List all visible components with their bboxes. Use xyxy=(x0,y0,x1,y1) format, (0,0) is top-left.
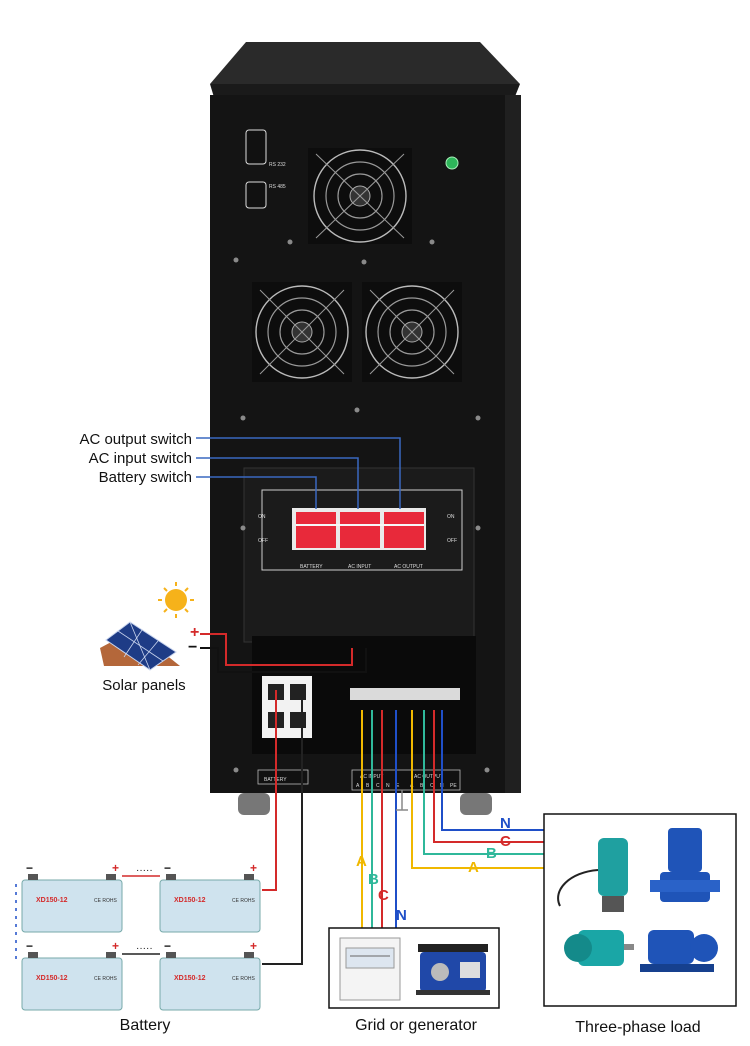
fan-top xyxy=(308,148,412,244)
cabinet-screws xyxy=(233,239,490,773)
grid-wire-label-c: C xyxy=(378,887,389,904)
battery-positive-wire xyxy=(262,690,277,891)
power-button[interactable] xyxy=(445,156,459,170)
input-phase-label: A xyxy=(356,783,360,789)
motor-icon xyxy=(564,930,634,966)
battery-unit: XD150-12 CE ROHS + − xyxy=(21,939,123,1011)
load-wire-label-n: N xyxy=(500,815,511,832)
terminal-label-ac-output: AC OUTPUT xyxy=(414,774,443,780)
ac-input-breaker[interactable] xyxy=(340,512,380,548)
horizontal-pump-icon xyxy=(640,930,718,972)
battery-brand-label: CE ROHS xyxy=(232,898,255,904)
fan-right xyxy=(362,282,462,382)
ac-output-wires xyxy=(411,710,545,869)
ac-input-switch-callout: AC input switch xyxy=(89,450,192,467)
pv-positive-wire xyxy=(200,633,353,666)
cabinet-side xyxy=(505,95,521,793)
rs232-port[interactable] xyxy=(245,129,267,165)
rs485-port[interactable] xyxy=(245,181,267,209)
submersible-pump-icon xyxy=(557,838,628,912)
off-label-right: OFF xyxy=(447,538,457,544)
inverter-cabinet: RS 232 RS 485 xyxy=(210,42,521,815)
sun-icon xyxy=(165,589,187,611)
pv-minus-sign: − xyxy=(188,639,197,656)
battery-brand-label: CE ROHS xyxy=(94,898,117,904)
ac-output-breaker[interactable] xyxy=(384,512,424,548)
on-label-left: ON xyxy=(258,514,266,520)
vertical-pump-icon xyxy=(650,828,720,902)
battery-switch-callout: Battery switch xyxy=(99,469,192,486)
three-phase-load-box xyxy=(543,813,737,1007)
load-caption: Three-phase load xyxy=(575,1019,700,1036)
breaker-label-ac-output: AC OUTPUT xyxy=(394,564,423,570)
distribution-box-icon xyxy=(339,937,401,1001)
grid-wire-label-b: B xyxy=(368,871,379,888)
generator-icon xyxy=(416,944,490,995)
cabinet-top xyxy=(210,42,520,84)
rs232-label: RS 232 xyxy=(269,162,286,168)
battery-model-label: XD150-12 xyxy=(36,975,68,982)
battery-model-label: XD150-12 xyxy=(36,897,68,904)
grid-caption: Grid or generator xyxy=(355,1017,478,1034)
on-label-right: ON xyxy=(447,514,455,520)
output-phase-label: B xyxy=(420,783,424,789)
battery-ellipsis: ····· xyxy=(136,865,153,876)
pv-negative-wire xyxy=(200,647,367,673)
battery-model-label: XD150-12 xyxy=(174,975,206,982)
output-phase-label: C xyxy=(430,783,434,789)
breaker-frame xyxy=(261,489,463,571)
battery-minus-sign: − xyxy=(26,939,33,953)
pv-plus-sign: + xyxy=(190,624,199,641)
off-label-left: OFF xyxy=(258,538,268,544)
ac-input-wires xyxy=(361,710,397,928)
battery-breaker[interactable] xyxy=(296,512,336,548)
battery-plus-sign: + xyxy=(112,861,119,875)
breaker-plate xyxy=(243,467,475,643)
fan-left xyxy=(252,282,352,382)
grid-wire-label-n: N xyxy=(396,907,407,924)
battery-unit: XD150-12 CE ROHS + − xyxy=(159,939,261,1011)
output-phase-label: PE xyxy=(450,783,457,789)
input-phase-label: N xyxy=(386,783,390,789)
battery-plus-sign: + xyxy=(112,939,119,953)
input-phase-label: C xyxy=(376,783,380,789)
battery-caption: Battery xyxy=(120,1017,171,1034)
battery-ellipsis: ····· xyxy=(136,943,153,954)
rs485-label: RS 485 xyxy=(269,184,286,190)
battery-minus-sign: − xyxy=(164,861,171,875)
battery-model-label: XD150-12 xyxy=(174,897,206,904)
battery-minus-sign: − xyxy=(26,861,33,875)
battery-brand-label: CE ROHS xyxy=(94,976,117,982)
ac-output-switch-callout: AC output switch xyxy=(79,431,192,448)
battery-negative-wire xyxy=(262,690,303,965)
load-wire-label-b: B xyxy=(486,845,497,862)
battery-unit: XD150-12 CE ROHS + − xyxy=(21,861,123,933)
battery-unit: XD150-12 CE ROHS + − xyxy=(159,861,261,933)
input-phase-label: B xyxy=(366,783,370,789)
breaker-label-battery: BATTERY xyxy=(300,564,323,570)
breaker-label-ac-input: AC INPUT xyxy=(348,564,371,570)
battery-plus-sign: + xyxy=(250,939,257,953)
battery-brand-label: CE ROHS xyxy=(232,976,255,982)
load-wire-label-a: A xyxy=(468,859,479,876)
battery-minus-sign: − xyxy=(164,939,171,953)
callout-lines xyxy=(196,437,401,509)
solar-panels-caption: Solar panels xyxy=(102,677,185,694)
solar-panels-image xyxy=(100,582,194,671)
ac-terminal-strip xyxy=(350,688,460,700)
battery-plus-sign: + xyxy=(250,861,257,875)
input-phase-label: E xyxy=(396,783,400,789)
castor-left xyxy=(238,793,270,815)
load-wire-label-c: C xyxy=(500,833,511,850)
grid-wire-label-a: A xyxy=(356,853,367,870)
castor-right xyxy=(460,793,492,815)
